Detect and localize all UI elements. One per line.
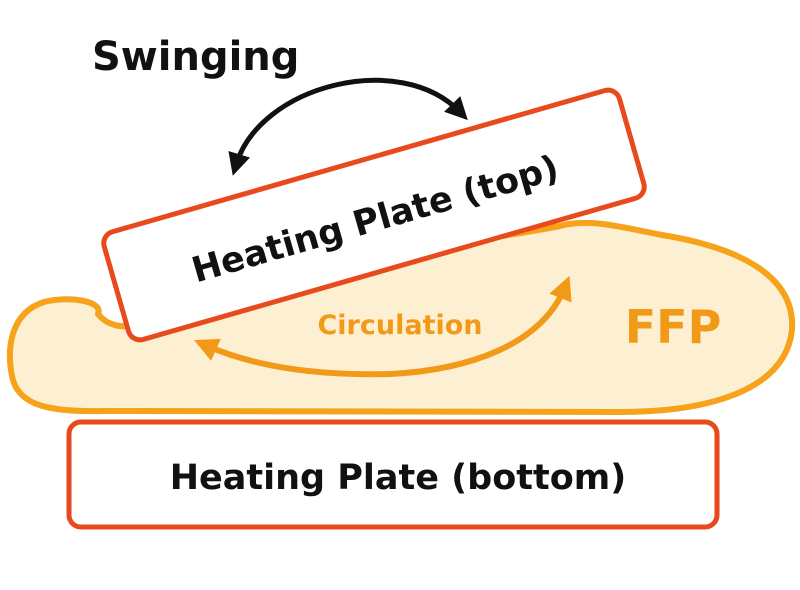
heating-plate-bottom-label: Heating Plate (bottom) [170, 458, 627, 498]
circulation-arrow [194, 275, 572, 378]
swinging-arrow [228, 77, 468, 176]
heating-plate-bottom: Heating Plate (bottom) [66, 419, 720, 530]
ffp-label: FFP [625, 300, 722, 354]
swinging-label: Swinging [92, 34, 299, 80]
circulation-label: Circulation [317, 310, 482, 341]
